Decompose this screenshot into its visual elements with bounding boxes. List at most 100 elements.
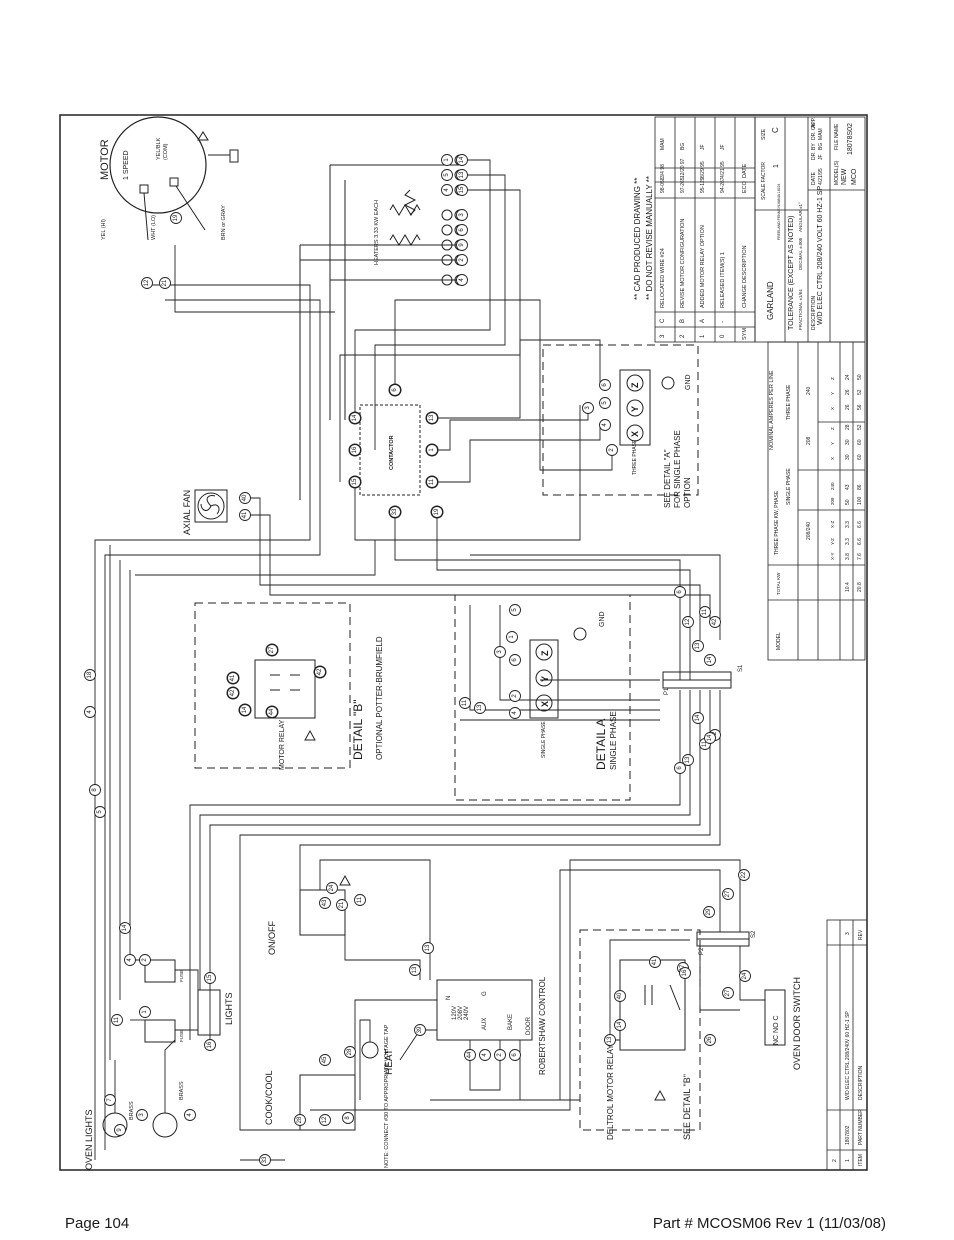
wire-number: 13 — [459, 171, 465, 178]
wire-bubble: 3 — [494, 646, 506, 658]
wire-number: 39 — [417, 1026, 423, 1033]
svg-text:ADDED MOTOR RELAY OPTION: ADDED MOTOR RELAY OPTION — [700, 225, 706, 308]
wire-number: 24 — [742, 972, 748, 979]
wire-number: 3 — [139, 1113, 145, 1117]
wire-number: 2 — [512, 694, 518, 698]
wire-number: 4 — [512, 711, 518, 715]
motor-label: MOTOR — [99, 139, 111, 180]
wire-bubble: 14 — [614, 1019, 626, 1031]
wire-number: 5 — [97, 810, 103, 814]
plug-p1-s1: P1 S1 — [662, 664, 744, 695]
wire-bubble: 12 — [141, 277, 153, 289]
wire-bubble: 14 — [456, 154, 468, 166]
wire-bubble: 21 — [159, 277, 171, 289]
wire-number: 44 — [269, 708, 275, 715]
detail-b-label: DETAIL "B" — [351, 699, 365, 760]
svg-text:C: C — [771, 127, 780, 133]
wire-number: 44 — [467, 1051, 473, 1058]
wire-bubble: 3 — [136, 1109, 148, 1121]
wire-number: 13 — [412, 966, 418, 973]
wire-bubble: 14 — [692, 712, 704, 724]
svg-text:Y: Y — [830, 442, 835, 445]
svg-text:X: X — [630, 431, 640, 437]
wire-bubble: 44 — [266, 706, 278, 718]
wire-bubble: 19 — [170, 212, 182, 224]
svg-text:FUSE: FUSE — [179, 1030, 184, 1042]
svg-text:FRACTIONAL ±1/64: FRACTIONAL ±1/64 — [798, 289, 803, 330]
wire-number: 14 — [707, 734, 713, 741]
svg-text:208: 208 — [806, 436, 812, 445]
wire-number: 14 — [122, 924, 128, 931]
wire-number: 16 — [682, 969, 688, 976]
svg-text:Z: Z — [540, 650, 550, 656]
svg-text:94-267: 94-267 — [720, 177, 726, 193]
wire-number: 4 — [127, 958, 133, 962]
svg-text:RELEASED ITEM(S) 1: RELEASED ITEM(S) 1 — [720, 252, 726, 308]
svg-text:3: 3 — [845, 932, 851, 935]
wire-number: 13 — [477, 704, 483, 711]
svg-text:B: B — [680, 319, 686, 323]
wire-number: 6 — [602, 383, 608, 387]
wire-number: 3 — [585, 406, 591, 410]
wire-number: 27 — [269, 646, 275, 653]
wire-number: 41 — [230, 674, 236, 681]
wire-number: 4 — [444, 188, 450, 192]
wire-number: 15 — [459, 186, 465, 193]
svg-text:JF: JF — [700, 144, 706, 150]
svg-text:98-058: 98-058 — [660, 177, 666, 193]
wire-number: 7 — [107, 1098, 113, 1102]
wire-number: 19 — [173, 214, 179, 221]
wire-bubble: 13 — [682, 754, 694, 766]
wire-bubble: 11 — [699, 606, 711, 618]
wire-number: 22 — [741, 871, 747, 878]
wire-bubble: 43 — [319, 897, 331, 909]
wire-number: 27 — [725, 890, 731, 897]
svg-text:26: 26 — [845, 389, 851, 395]
wire-bubble: 13 — [422, 942, 434, 954]
wire-bubble: 9 — [456, 239, 468, 251]
wire-bubble: 4 — [599, 419, 611, 431]
svg-text:S1: S1 — [738, 664, 744, 672]
wire-bubble: 15 — [349, 476, 361, 488]
wire-number: 41 — [652, 958, 658, 965]
svg-text:P1: P1 — [664, 687, 670, 695]
wire-bubble: 3 — [456, 209, 468, 221]
svg-text:X-Z: X-Z — [830, 521, 835, 529]
wire-bubble: 40 — [239, 492, 251, 504]
wire-bubble: 6 — [674, 762, 686, 774]
wire-number: 9 — [117, 1128, 123, 1132]
wire-bubble: 14 — [349, 412, 361, 424]
svg-text:FUSE: FUSE — [179, 970, 184, 982]
wire-number: 1 — [142, 1010, 148, 1014]
wire-bubble: 4 — [479, 1049, 491, 1061]
svg-text:4/21/95: 4/21/95 — [818, 168, 824, 185]
svg-text:NC NO C: NC NO C — [773, 1015, 780, 1045]
robertshaw-label: ROBERTSHAW CONTROL — [538, 976, 547, 1075]
wiring — [94, 159, 765, 1161]
svg-text:A: A — [700, 319, 706, 323]
wire-number: 33 — [392, 508, 398, 515]
svg-text:BY: BY — [811, 143, 817, 150]
svg-text:1: 1 — [773, 164, 780, 168]
cook-cool-label: COOK/COOL — [264, 1070, 274, 1125]
svg-text:3.3: 3.3 — [845, 538, 851, 545]
svg-text:TOTAL KW: TOTAL KW — [776, 572, 781, 595]
wire-bubble: 5 — [599, 397, 611, 409]
svg-text:86: 86 — [857, 484, 863, 490]
wire-number: 3 — [497, 650, 503, 654]
wire-bubble: 13 — [604, 1034, 616, 1046]
svg-text:GND: GND — [685, 374, 692, 390]
svg-text:OPTIONAL POTTER-BRUMFIELD: OPTIONAL POTTER-BRUMFIELD — [375, 636, 384, 760]
wire-number: 40 — [617, 992, 623, 999]
wire-bubble: 12 — [319, 1114, 331, 1126]
wire-number: 13 — [429, 414, 435, 421]
wire-bubble: 8 — [89, 784, 101, 796]
wire-bubble: 6 — [674, 586, 686, 598]
svg-text:ANGULAR ±1°: ANGULAR ±1° — [798, 202, 803, 232]
wire-number: 14 — [695, 714, 701, 721]
svg-text:95-129: 95-129 — [700, 177, 706, 193]
wire-bubble: 33 — [389, 506, 401, 518]
svg-text:Z: Z — [830, 377, 835, 380]
svg-text:REV: REV — [858, 929, 864, 940]
svg-text:1: 1 — [845, 1159, 851, 1162]
